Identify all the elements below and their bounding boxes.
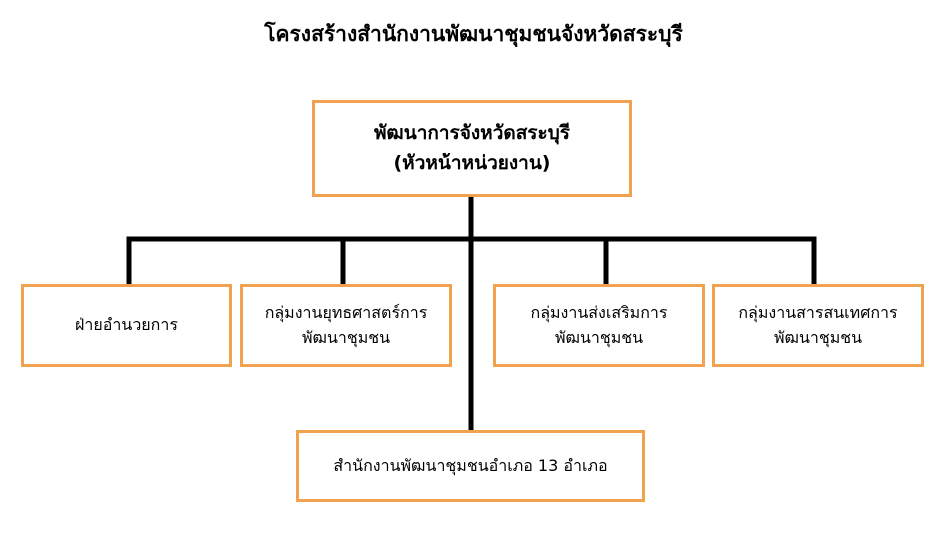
district-office-box: สำนักงานพัฒนาชุมชนอำเภอ 13 อำเภอ [296, 430, 645, 502]
unit-promotion-line2: พัฒนาชุมชน [554, 327, 644, 347]
unit-box-promotion: กลุ่มงานส่งเสริมการ พัฒนาชุมชน [493, 284, 705, 367]
root-box-line1: พัฒนาการจังหวัดสระบุรี [374, 122, 570, 145]
unit-admin-line1: ฝ่ายอำนวยการ [75, 315, 178, 335]
root-box-line2: (หัวหน้าหน่วยงาน) [393, 151, 551, 174]
unit-information-line1: กลุ่มงานสารสนเทศการ [738, 302, 898, 322]
chart-title: โครงสร้างสำนักงานพัฒนาชุมชนจังหวัดสระบุร… [264, 22, 683, 46]
unit-box-administration: ฝ่ายอำนวยการ [21, 284, 232, 367]
unit-strategy-line2: พัฒนาชุมชน [301, 327, 391, 347]
root-box-provincial-officer: พัฒนาการจังหวัดสระบุรี (หัวหน้าหน่วยงาน) [312, 100, 632, 197]
unit-box-information: กลุ่มงานสารสนเทศการ พัฒนาชุมชน [712, 284, 924, 367]
unit-strategy-line1: กลุ่มงานยุทธศาสตร์การ [264, 302, 428, 322]
unit-promotion-line1: กลุ่มงานส่งเสริมการ [530, 302, 668, 322]
unit-information-line2: พัฒนาชุมชน [773, 327, 863, 347]
unit-box-strategy: กลุ่มงานยุทธศาสตร์การ พัฒนาชุมชน [240, 284, 452, 367]
district-office-line1: สำนักงานพัฒนาชุมชนอำเภอ 13 อำเภอ [333, 455, 608, 475]
